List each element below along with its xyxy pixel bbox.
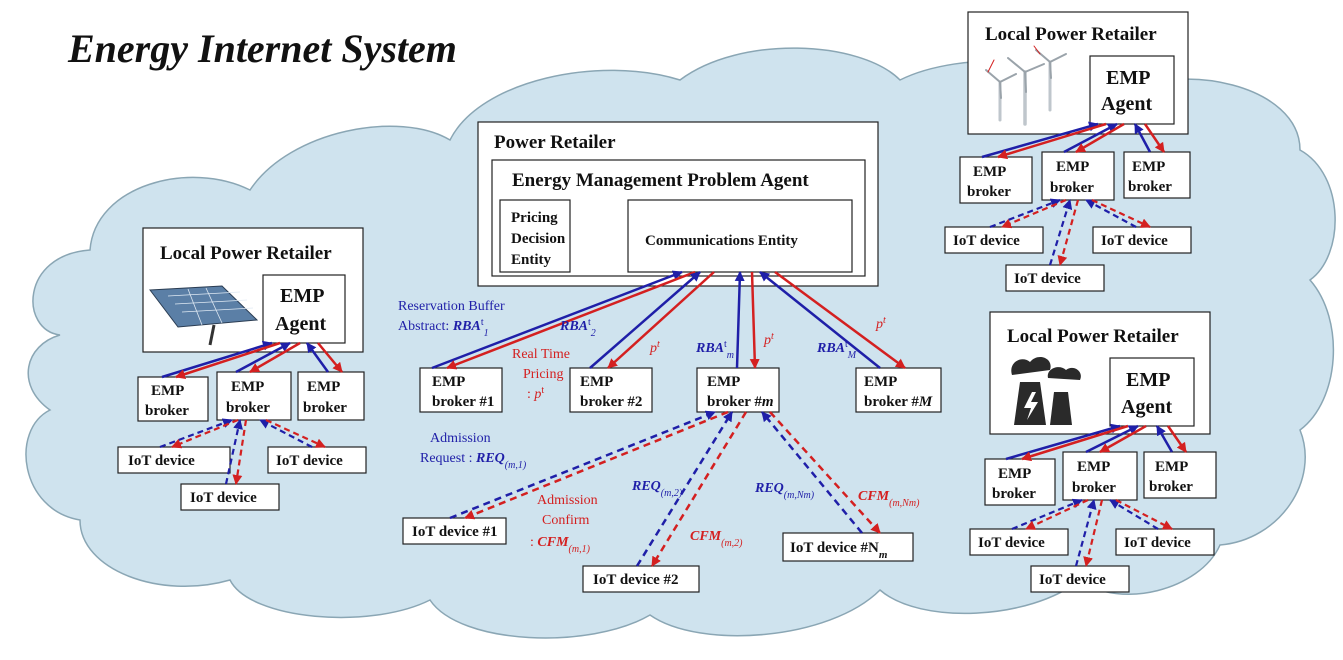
svg-text:broker: broker: [1050, 180, 1094, 196]
svg-text:EMP: EMP: [580, 374, 613, 390]
svg-text:EMP: EMP: [307, 379, 340, 395]
svg-text:IoT device: IoT device: [276, 453, 343, 469]
bottom-right-local-retailer: Local Power Retailer EMP Agent EMP broke…: [969, 311, 1217, 593]
rtp-line3: : pt: [527, 385, 544, 403]
pricing-entity-line2: Decision: [511, 231, 566, 247]
svg-text:IoT device #Nm: IoT device #Nm: [790, 540, 888, 561]
svg-text:IoT device #1: IoT device #1: [412, 524, 498, 540]
rba-M-label: RBAtM: [816, 339, 857, 361]
svg-text:broker: broker: [1149, 479, 1193, 495]
rba-m-label: RBAtm: [695, 339, 734, 361]
adm-conf-line2: Confirm: [542, 513, 590, 528]
svg-text:EMP: EMP: [864, 374, 897, 390]
rba-line2: Abstract: RBAt1: [398, 317, 489, 339]
top-right-local-retailer: Local Power Retailer EMP Agent EMP broke…: [944, 11, 1192, 292]
svg-text:EMP: EMP: [707, 374, 740, 390]
center-iot-2: IoT device #2: [582, 565, 700, 593]
svg-text:IoT device: IoT device: [1101, 233, 1168, 249]
adm-conf-line1: Admission: [537, 493, 598, 508]
pricing-entity-line3: Entity: [511, 252, 552, 268]
svg-text:broker: broker: [967, 184, 1011, 200]
center-iot-n: IoT device #Nm: [782, 532, 914, 562]
rba-2-label: RBAt2: [559, 317, 596, 339]
svg-text:IoT device: IoT device: [978, 535, 1045, 551]
price-m-label: pt: [763, 331, 774, 349]
svg-text:IoT device: IoT device: [190, 490, 257, 506]
center-iot-1: IoT device #1: [402, 517, 507, 545]
pricing-entity-line1: Pricing: [511, 210, 558, 226]
svg-text:broker: broker: [1072, 480, 1116, 496]
center-dashed-arrows: [449, 410, 881, 567]
left-local-retailer: Local Power Retailer EMP Agent EMP broke…: [117, 227, 367, 511]
comm-entity-label: Communications Entity: [645, 233, 798, 249]
center-broker-1: EMP broker #1: [419, 367, 503, 413]
svg-text:EMP: EMP: [1106, 67, 1150, 89]
svg-text:broker #1: broker #1: [432, 394, 494, 410]
svg-text:EMP: EMP: [280, 285, 324, 307]
svg-text:IoT device: IoT device: [128, 453, 195, 469]
rtp-line1: Real Time: [512, 347, 570, 362]
svg-text:EMP: EMP: [998, 466, 1031, 482]
req-n-label: REQ(m,Nm): [754, 481, 815, 501]
svg-text:EMP: EMP: [1132, 159, 1165, 175]
svg-text:Agent: Agent: [275, 313, 326, 335]
svg-text:broker #m: broker #m: [707, 394, 774, 410]
svg-text:broker: broker: [145, 403, 189, 419]
svg-text:broker #M: broker #M: [864, 394, 933, 410]
svg-text:EMP: EMP: [1155, 459, 1188, 475]
svg-text:IoT device: IoT device: [953, 233, 1020, 249]
price-M-label: pt: [875, 315, 886, 333]
svg-text:EMP: EMP: [1077, 459, 1110, 475]
svg-text:Agent: Agent: [1101, 93, 1152, 115]
page-title: Energy Internet System: [67, 26, 457, 71]
power-plant-icon: [1011, 356, 1081, 425]
center-broker-2: EMP broker #2: [569, 367, 653, 413]
comm-entity-box: [627, 199, 853, 273]
svg-text:IoT device: IoT device: [1014, 271, 1081, 287]
adm-req-line1: Admission: [430, 431, 491, 446]
svg-text:EMP: EMP: [1056, 159, 1089, 175]
svg-text:broker: broker: [992, 486, 1036, 502]
req-2-label: REQ(m,2): [631, 479, 683, 499]
center-arrows: [431, 270, 906, 370]
cfm-2-label: CFM(m,2): [690, 529, 743, 549]
price-2-label: pt: [649, 339, 660, 357]
svg-text:EMP: EMP: [151, 383, 184, 399]
svg-text:broker: broker: [226, 400, 270, 416]
rtp-line2: Pricing: [523, 367, 563, 382]
svg-text:IoT device #2: IoT device #2: [593, 572, 679, 588]
center-broker-M: EMP broker #M: [855, 367, 942, 413]
wind-turbine-icon: [985, 45, 1067, 126]
svg-text:Local Power Retailer: Local Power Retailer: [1007, 326, 1179, 347]
svg-text:EMP: EMP: [231, 379, 264, 395]
svg-text:EMP: EMP: [973, 164, 1006, 180]
svg-text:Local Power Retailer: Local Power Retailer: [985, 24, 1157, 45]
rba-line1: Reservation Buffer: [398, 299, 505, 314]
power-retailer-label: Power Retailer: [494, 132, 616, 153]
adm-req-line2: Request : REQ(m,1): [420, 451, 527, 471]
svg-text:Local Power Retailer: Local Power Retailer: [160, 243, 332, 264]
svg-text:broker: broker: [1128, 179, 1172, 195]
cfm-n-label: CFM(m,Nm): [858, 489, 920, 509]
svg-text:IoT device: IoT device: [1039, 572, 1106, 588]
svg-text:EMP: EMP: [1126, 369, 1170, 391]
svg-text:EMP: EMP: [432, 374, 465, 390]
svg-text:IoT device: IoT device: [1124, 535, 1191, 551]
adm-conf-line3: : CFM(m,1): [530, 535, 591, 555]
svg-text:broker: broker: [303, 400, 347, 416]
solar-panel-icon: [149, 285, 259, 346]
svg-text:broker #2: broker #2: [580, 394, 642, 410]
pricing-entity-box: [499, 199, 571, 273]
svg-text:Agent: Agent: [1121, 396, 1172, 418]
center-broker-m: EMP broker #m: [696, 367, 780, 413]
emp-agent-label: Energy Management Problem Agent: [512, 170, 809, 191]
